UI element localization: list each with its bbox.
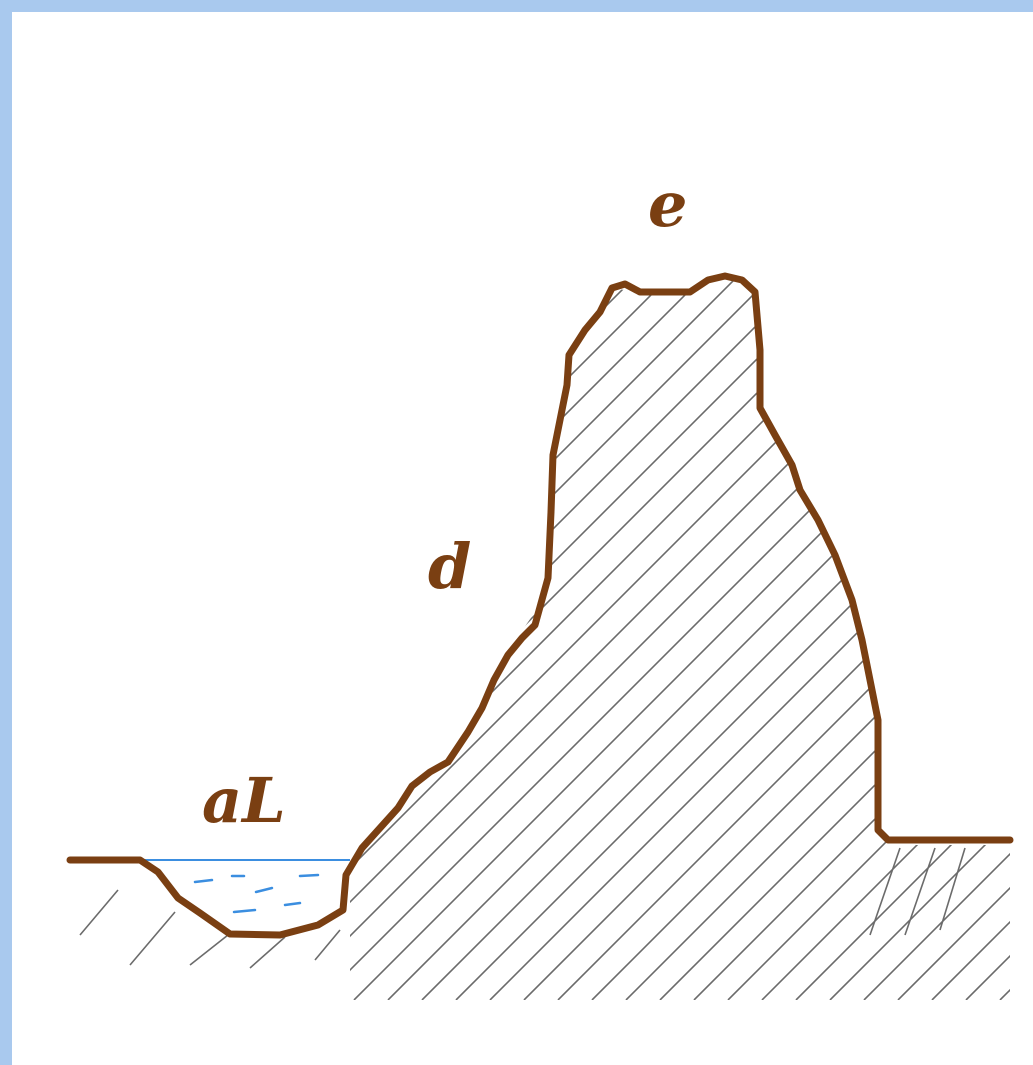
hatch-line (795, 276, 1010, 1000)
hatch-line (829, 276, 1010, 1000)
hatch-line (350, 276, 645, 1000)
hatch-line (965, 276, 1010, 1000)
terrain-profile-line (66, 272, 1014, 939)
lake-water-ripples (193, 873, 320, 914)
hatch-line (353, 276, 1010, 1000)
left-ground-hatching (79, 889, 341, 969)
hatch-line (591, 276, 1010, 1000)
hill-ground-hatching (0, 200, 1010, 1000)
hatch-line (0, 200, 304, 1000)
hatch-line (350, 276, 747, 1000)
hatch-line (387, 276, 1010, 1000)
hatch-line (761, 276, 1010, 1000)
hatch-line (523, 276, 1010, 1000)
hatch-line (625, 276, 1010, 1000)
hatch-line (0, 200, 338, 1000)
hatch-line (931, 276, 1010, 1000)
hatch-line (0, 200, 168, 1000)
hatch-line (350, 276, 611, 1000)
hatch-line (350, 276, 577, 1000)
hatch-line (489, 276, 1010, 1000)
hatch-line (350, 276, 985, 1000)
hatch-line (350, 276, 815, 1000)
hatch-line (0, 200, 100, 1000)
hatch-line (350, 276, 917, 1000)
hatch-line (421, 276, 1010, 1000)
hatch-line (350, 276, 441, 1000)
hatch-line (0, 200, 134, 1000)
hatch-line (350, 276, 781, 1000)
right-ground-hatching (869, 847, 966, 936)
hatch-line (999, 276, 1010, 1000)
hatch-line (863, 276, 1010, 1000)
hatch-line (897, 276, 1010, 1000)
hatch-line (350, 276, 951, 1000)
hatch-line (350, 276, 713, 1000)
hatch-line (350, 276, 1010, 1000)
peak-label: e (648, 168, 687, 241)
hatch-line (0, 200, 202, 1000)
hatch-line (659, 276, 1010, 1000)
hatch-line (557, 276, 1010, 1000)
hatch-line (350, 276, 475, 1000)
hatch-line (350, 276, 373, 1000)
hatch-line (727, 276, 1010, 1000)
lake-label: aL (202, 764, 286, 837)
hatch-line (350, 276, 1010, 1000)
slope-label: d (428, 530, 471, 603)
hatch-line (693, 276, 1010, 1000)
hatch-line (0, 200, 270, 1000)
hatch-line (0, 200, 236, 1000)
